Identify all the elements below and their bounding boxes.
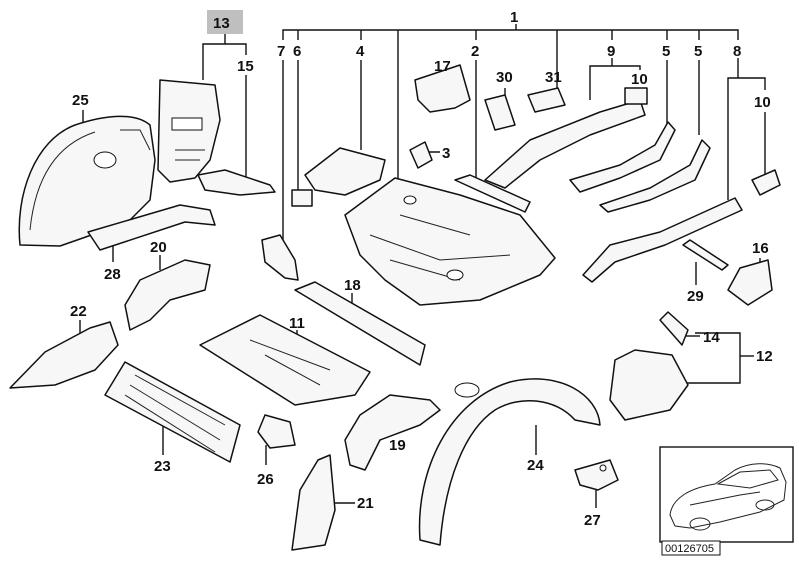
callout-6: 6 — [293, 43, 301, 60]
callout-21: 21 — [357, 495, 374, 512]
part-9-rail — [484, 99, 646, 189]
callout-13: 13 — [213, 15, 230, 32]
car-outline — [669, 463, 787, 531]
callout-1-bracket — [282, 24, 739, 180]
callout-18: 18 — [344, 277, 361, 294]
callout-10b: 10 — [754, 94, 771, 111]
part-20-bracket — [124, 259, 211, 331]
part-26-clip — [257, 414, 296, 449]
part-29-strip — [682, 239, 729, 271]
part-7-bracket — [261, 234, 299, 281]
reference-code: 00126705 — [665, 543, 714, 555]
part-10-bushing — [624, 87, 648, 105]
callout-31: 31 — [545, 69, 562, 86]
callout-26: 26 — [257, 471, 274, 488]
callout-2: 2 — [471, 43, 479, 60]
part-28-rail — [87, 204, 216, 251]
part-2-strip — [454, 174, 531, 213]
part-17-bracket — [414, 64, 471, 113]
callout-5a: 5 — [662, 43, 670, 60]
callout-4: 4 — [356, 43, 365, 60]
callout-1: 1 — [510, 9, 518, 26]
callout-27: 27 — [584, 512, 601, 529]
part-4-bracket — [304, 147, 386, 196]
callout-22: 22 — [70, 303, 87, 320]
part-22-panel — [9, 321, 119, 389]
callout-12: 12 — [756, 348, 773, 365]
part-6-clip — [291, 189, 313, 207]
callout-29: 29 — [687, 288, 704, 305]
callout-16: 16 — [752, 240, 769, 257]
part-23-floor-panel — [104, 361, 241, 463]
callout-24: 24 — [527, 457, 544, 474]
part-24-wheel-arch — [418, 378, 601, 546]
part-19-bracket — [344, 394, 441, 471]
callout-25: 25 — [72, 92, 89, 109]
part-15-panel — [157, 79, 221, 183]
part-3-bolt — [409, 141, 433, 169]
callout-labels: 1 2 3 4 5 5 6 7 8 9 10 10 11 12 13 14 15… — [70, 9, 773, 529]
callout-10a: 10 — [631, 71, 648, 88]
part-12-panel — [609, 349, 689, 421]
callout-20: 20 — [150, 239, 167, 256]
part-5-rail-b — [599, 139, 711, 213]
part-14-clip — [659, 311, 689, 346]
part-25-wheel-house — [18, 115, 156, 247]
callout-19: 19 — [389, 437, 406, 454]
part-18-rail — [294, 281, 426, 366]
part-16-bracket — [727, 259, 773, 306]
callout-7: 7 — [277, 43, 285, 60]
part-main-floor — [344, 177, 556, 306]
inset-car-thumbnail: 00126705 — [659, 446, 794, 556]
callout-17: 17 — [434, 58, 451, 75]
callout-14: 14 — [703, 329, 720, 346]
callout-15: 15 — [237, 58, 254, 75]
part-5-rail-a — [569, 121, 676, 193]
callout-8: 8 — [733, 43, 741, 60]
part-10-bushing-b — [751, 169, 781, 196]
part-11-floor — [199, 314, 371, 406]
part-15-strip — [197, 169, 276, 196]
callout-3: 3 — [442, 145, 450, 162]
callout-28: 28 — [104, 266, 121, 283]
callout-9: 9 — [607, 43, 615, 60]
part-31-bracket — [527, 87, 566, 113]
part-8-crossmember — [582, 197, 743, 283]
callout-13-highlight — [207, 10, 243, 34]
callout-5b: 5 — [694, 43, 702, 60]
callout-23: 23 — [154, 458, 171, 475]
part-30-bracket — [484, 94, 516, 131]
callout-30: 30 — [496, 69, 513, 86]
part-27-mount — [574, 459, 619, 491]
callout-13-bracket — [202, 10, 247, 80]
part-21-pillar — [291, 454, 336, 551]
callout-11: 11 — [289, 315, 305, 332]
